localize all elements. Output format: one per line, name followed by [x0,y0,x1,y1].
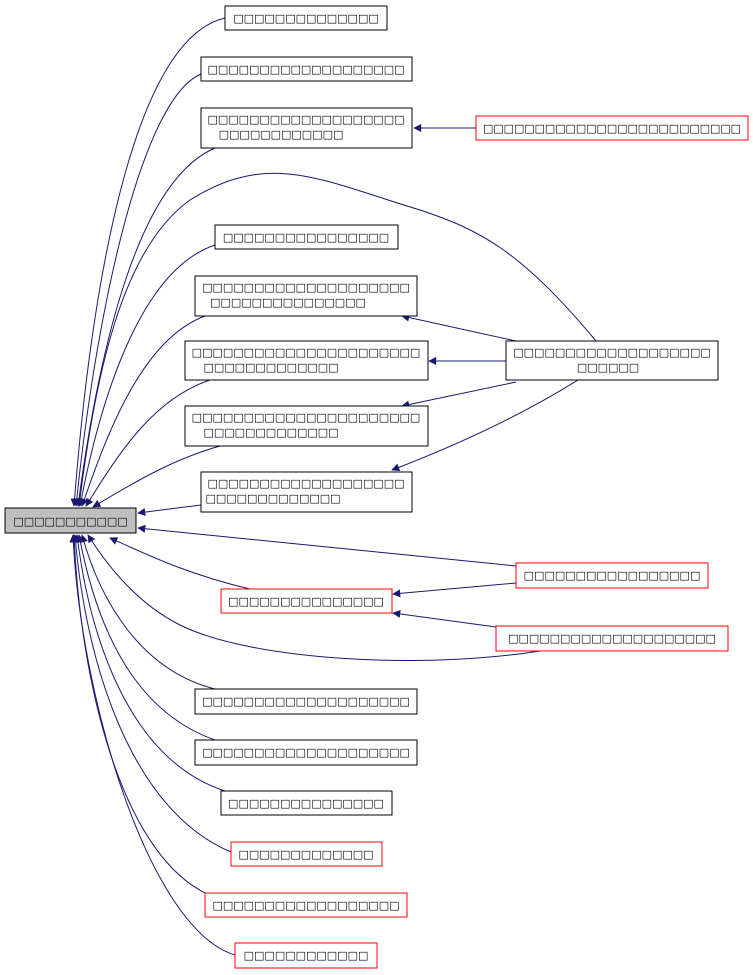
node-label: □□□□□□□□□□□□□□□□□□□□□□ [192,346,421,359]
node-label: □□□□□□□□□□□□□□□ [228,797,384,810]
node-label: □□□□□□□□□□□□□□□□□□□ [208,477,405,490]
caller-node[interactable]: □□□□□□□□□□□□□□□ [220,790,393,816]
node-label: □□□□□□□□□□□□□□ [233,12,379,25]
second-level-node[interactable]: □□□□□□□□□□□□□□□□□ [515,562,709,589]
edge [72,73,202,507]
edge [80,315,206,507]
caller-node[interactable]: □□□□□□□□□□□□□□ [224,5,388,31]
edge [70,17,226,507]
node-label: □□□□□□□□□□□□□□□□□□□□ [202,746,410,759]
node-label: □□□□□□ [577,361,639,374]
node-label: □□□□□□□□□□□□□ [238,848,373,861]
node-label: □□□□□□□□□□□□□ [205,492,340,505]
edge [92,445,221,508]
caller-node[interactable]: □□□□□□□□□□□□□ [230,841,383,867]
caller-node[interactable]: □□□□□□□□□□□□ [234,942,378,969]
node-label: □□□□□□□□□□□ [13,515,127,528]
edge [401,313,517,342]
caller-node[interactable]: □□□□□□□□□□□□□□□□□□□□□□□□□□□□□□□ [200,107,413,149]
node-label: □□□□□□□□□□□□□□□□□□□ [208,113,405,126]
edge [137,504,202,517]
caller-node[interactable]: □□□□□□□□□□□□□□□□□□□□□□□□□□□□□□□□□□□ [184,340,429,381]
node-label: □□□□□□□□□□□□□□□□□□ [212,899,399,912]
edge [87,534,541,661]
node-label: □□□□□□□□□□□□□□□□□□□□ [202,281,410,294]
node-label: □□□□□□□□□□□□□ [203,361,338,374]
node-label: □□□□□□□□□□□□□□□□□ [524,569,701,582]
edge [71,534,232,853]
node-label: □□□□□□□□□□□□□ [203,426,338,439]
edge [80,534,216,690]
node-label: □□□□□□□□□□□□□□□ [228,595,384,608]
second-level-node[interactable]: □□□□□□□□□□□□□□□□□□□□□□□□□ [475,115,749,141]
edge [391,379,579,472]
node-label: □□□□□□□□□□□□ [244,949,369,962]
edge [76,534,216,741]
edge [74,147,216,507]
edge [70,534,206,894]
edge [109,537,251,590]
caller-node[interactable]: □□□□□□□□□□□□□□□□ [214,224,399,250]
node-label: □□□□□□□□□□□□□□□□□□□□ [508,632,716,645]
node-label: □□□□□□□□□□□□□□□□□□□□□□ [192,411,421,424]
node-label: □□□□□□□□□□□□□□□ [210,296,366,309]
edge [137,524,517,567]
second-level-node[interactable]: □□□□□□□□□□□□□□□□□□□□ [495,625,729,652]
edge [77,244,216,507]
node-label: □□□□□□□□□□□□□□□□□□□□ [202,695,410,708]
node-label: □□□□□□□□□□□□□□□□□□□ [513,346,710,359]
second-level-node[interactable]: □□□□□□□□□□□□□□□□□□□□□□□□□ [505,340,719,381]
caller-node[interactable]: □□□□□□□□□□□□□□□□□□□□□□□□□□□□□□□□□□□ [184,405,429,447]
edge [392,582,517,598]
edge [401,381,517,409]
edge [69,534,236,956]
caller-node[interactable]: □□□□□□□□□□□□□□□□□□□□ [194,688,418,715]
edge [75,172,597,507]
edge [85,379,211,507]
edge [73,534,226,792]
node-label: □□□□□□□□□□□□□□□□□□□ [208,63,405,76]
node-label: □□□□□□□□□□□□□□□□ [223,231,389,244]
node-label: □□□□□□□□□□□□ [219,128,344,141]
node-label: □□□□□□□□□□□□□□□□□□□□□□□□□ [483,122,741,135]
caller-node[interactable]: □□□□□□□□□□□□□□□□□□□ [200,56,413,82]
caller-node[interactable]: □□□□□□□□□□□□□□□ [220,588,393,614]
caller-node[interactable]: □□□□□□□□□□□□□□□□□□□□□□□□□□□□□□□□□□□ [194,275,418,317]
edges [69,17,597,956]
caller-node[interactable]: □□□□□□□□□□□□□□□□□□ [204,892,408,918]
caller-node[interactable]: □□□□□□□□□□□□□□□□□□□□□□□□□□□□□□□□ [200,471,413,513]
edge [392,610,497,628]
caller-node[interactable]: □□□□□□□□□□□□□□□□□□□□ [194,739,418,766]
root-node[interactable]: □□□□□□□□□□□ [4,507,137,534]
